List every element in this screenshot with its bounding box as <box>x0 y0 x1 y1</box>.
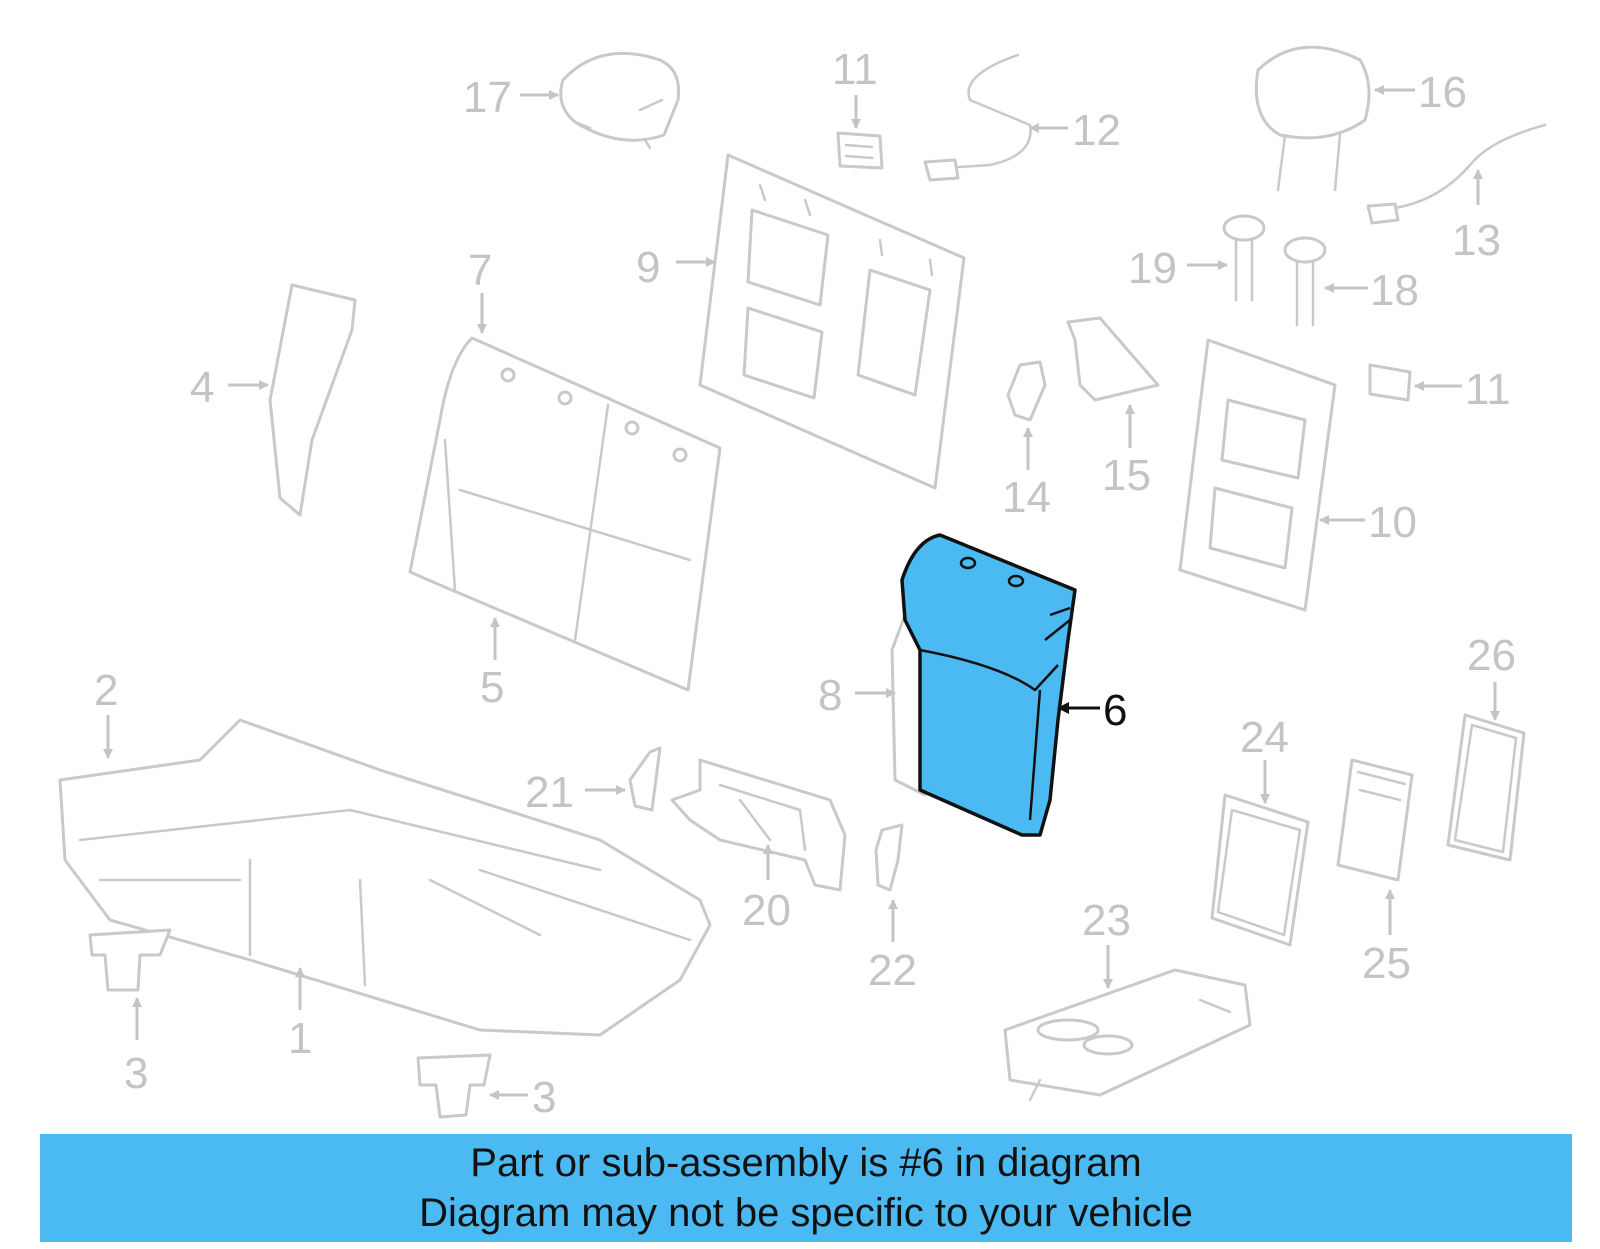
callout-arrows <box>103 85 1500 1100</box>
callout-15: 15 <box>1102 451 1151 500</box>
callout-26: 26 <box>1467 631 1516 680</box>
callout-12: 12 <box>1072 106 1121 155</box>
callout-13: 13 <box>1452 216 1501 265</box>
part-11-clip-right <box>1368 363 1412 402</box>
part-3-clip-bottom <box>416 1053 492 1119</box>
callout-2: 2 <box>94 666 118 715</box>
callout-22: 22 <box>868 946 917 995</box>
part-12-harness <box>923 53 1032 182</box>
info-banner: Part or sub-assembly is #6 in diagram Di… <box>40 1134 1572 1242</box>
callout-23: 23 <box>1082 896 1131 945</box>
part-20-bracket-assembly <box>670 758 847 892</box>
callout-3-left: 3 <box>124 1049 148 1098</box>
callout-7: 7 <box>468 246 492 295</box>
part-10-back-panel <box>1178 338 1337 612</box>
callout-1: 1 <box>288 1014 312 1063</box>
callout-5: 5 <box>480 663 504 712</box>
part-22-bracket <box>874 823 904 892</box>
part-26-panel <box>1446 713 1526 862</box>
callout-6: 6 <box>1103 686 1127 735</box>
callout-11-top: 11 <box>832 45 878 94</box>
callout-24: 24 <box>1240 713 1289 762</box>
part-9-back-panel <box>698 153 966 490</box>
part-23-armrest <box>1003 968 1252 1102</box>
callout-25: 25 <box>1362 939 1411 988</box>
callout-21: 21 <box>525 768 574 817</box>
callout-16: 16 <box>1418 68 1467 117</box>
callout-14: 14 <box>1002 473 1051 522</box>
part-1-seat-cushion <box>58 718 712 1037</box>
banner-line-2: Diagram may not be specific to your vehi… <box>419 1191 1193 1235</box>
callout-3-bottom: 3 <box>532 1073 556 1122</box>
callout-17: 17 <box>463 73 512 122</box>
callout-18: 18 <box>1370 266 1419 315</box>
banner-line-1: Part or sub-assembly is #6 in diagram <box>470 1141 1142 1185</box>
part-15-bracket <box>1066 316 1160 402</box>
callout-labels: 17 11 12 16 13 9 19 18 11 7 4 14 15 10 5… <box>94 45 1516 1122</box>
part-24-panel <box>1210 793 1310 947</box>
part-13-wire <box>1366 123 1547 225</box>
part-6-highlighted <box>900 533 1077 837</box>
callout-10: 10 <box>1368 498 1417 547</box>
part-19-guide <box>1222 214 1266 302</box>
callout-4: 4 <box>190 363 214 412</box>
part-7-seatback-cover <box>408 336 722 692</box>
part-11-clip-top <box>836 131 884 170</box>
callout-19: 19 <box>1128 244 1177 293</box>
callout-20: 20 <box>742 886 791 935</box>
part-18-guide <box>1283 236 1327 327</box>
part-3-clip-left <box>88 928 172 992</box>
part-4-side-bolster <box>268 283 357 517</box>
callout-11-right: 11 <box>1465 365 1511 414</box>
part-25-panel <box>1336 758 1414 882</box>
callout-8: 8 <box>818 671 842 720</box>
part-21-trim <box>628 746 662 812</box>
callout-9: 9 <box>636 243 660 292</box>
part-16-headrest <box>1254 45 1371 192</box>
part-14-bracket <box>1006 360 1047 422</box>
part-17-headrest <box>559 51 681 150</box>
